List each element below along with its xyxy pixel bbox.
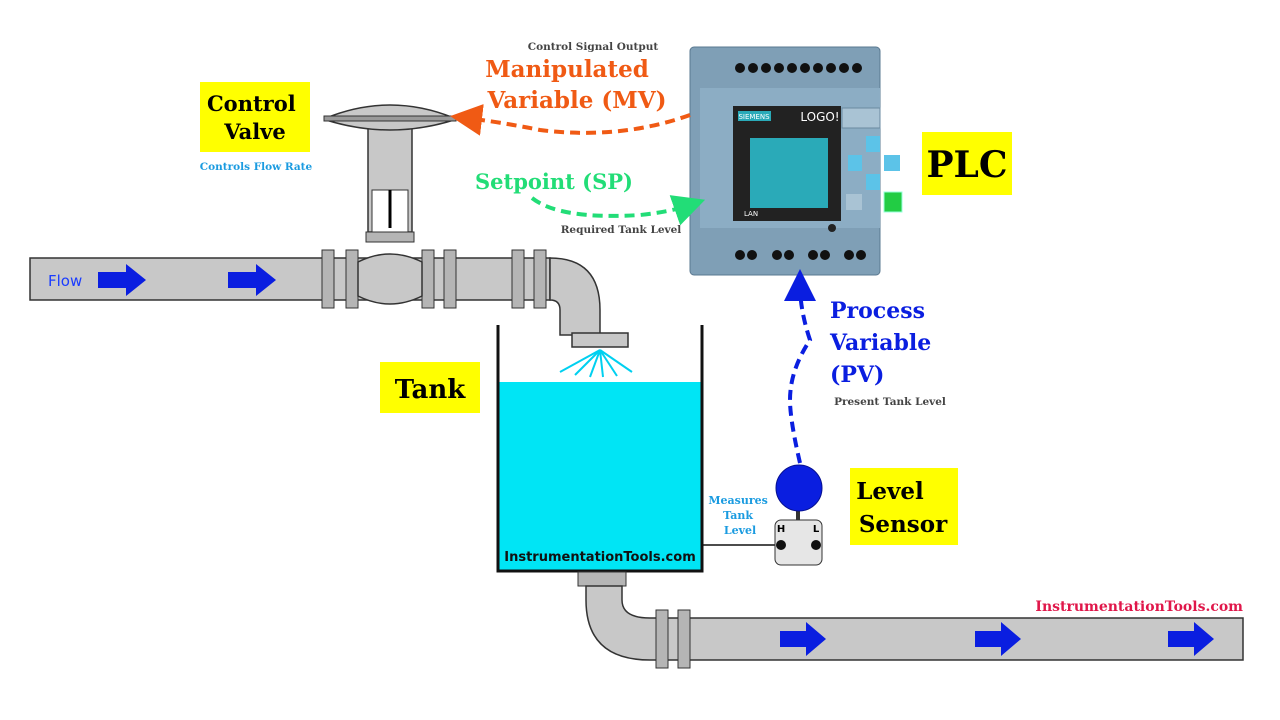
brand-watermark: InstrumentationTools.com <box>1035 599 1243 615</box>
tank <box>496 325 704 573</box>
control-valve-label: Control Valve <box>207 91 303 144</box>
flow-arrow-icon <box>1168 622 1214 656</box>
tank-label-box <box>380 362 480 413</box>
level-sensor: H L <box>774 464 823 566</box>
control-valve <box>323 104 457 305</box>
level-sensor-label-box <box>850 468 958 545</box>
flow-arrow-icon <box>975 622 1021 656</box>
measures-tank-level-note: Measures Tank Level <box>708 494 771 537</box>
plc-screen <box>750 138 828 208</box>
pv-signal-arrow <box>784 269 817 464</box>
spray-icon <box>559 349 633 378</box>
svg-text:H: H <box>777 524 785 535</box>
outlet-pipe <box>577 571 1244 669</box>
sp-label: Setpoint (SP) <box>475 169 633 194</box>
level-sensor-label: Level Sensor <box>856 478 948 538</box>
controls-flow-rate-note: Controls Flow Rate <box>200 161 313 173</box>
mv-label: Manipulated Variable (MV) <box>485 56 666 114</box>
plc-label-box <box>922 132 1012 195</box>
plc-ok-button[interactable] <box>883 191 903 213</box>
control-signal-output-note: Control Signal Output <box>528 41 659 53</box>
control-valve-label-box <box>200 82 310 152</box>
tank-label: Tank <box>395 375 467 405</box>
present-tank-level-note: Present Tank Level <box>834 396 946 408</box>
sp-signal-arrow <box>530 195 706 226</box>
tank-watermark: InstrumentationTools.com <box>504 550 696 565</box>
plc-brand: SIEMENS <box>738 113 770 121</box>
pv-label: Process Variable (PV) <box>829 298 939 388</box>
tank-water <box>499 382 701 570</box>
plc-label: PLC <box>926 144 1007 186</box>
plc-device: SIEMENS LOGO! LAN <box>689 46 903 276</box>
required-tank-level-note: Required Tank Level <box>561 224 682 236</box>
plc-down-button[interactable] <box>866 174 880 190</box>
plc-model: LOGO! <box>800 110 839 124</box>
inlet-pipe <box>29 249 629 348</box>
flow-arrow-icon <box>780 622 826 656</box>
svg-text:L: L <box>813 524 820 535</box>
flow-label: Flow <box>48 272 82 290</box>
plc-left-button[interactable] <box>848 155 862 171</box>
plc-lan-label: LAN <box>744 210 758 218</box>
mv-signal-arrow <box>450 103 691 136</box>
flow-arrow-icon <box>98 264 146 296</box>
plc-esc-button[interactable] <box>846 194 862 210</box>
plc-up-button[interactable] <box>866 136 880 152</box>
flow-arrow-icon <box>228 264 276 296</box>
plc-right-button[interactable] <box>884 155 900 171</box>
